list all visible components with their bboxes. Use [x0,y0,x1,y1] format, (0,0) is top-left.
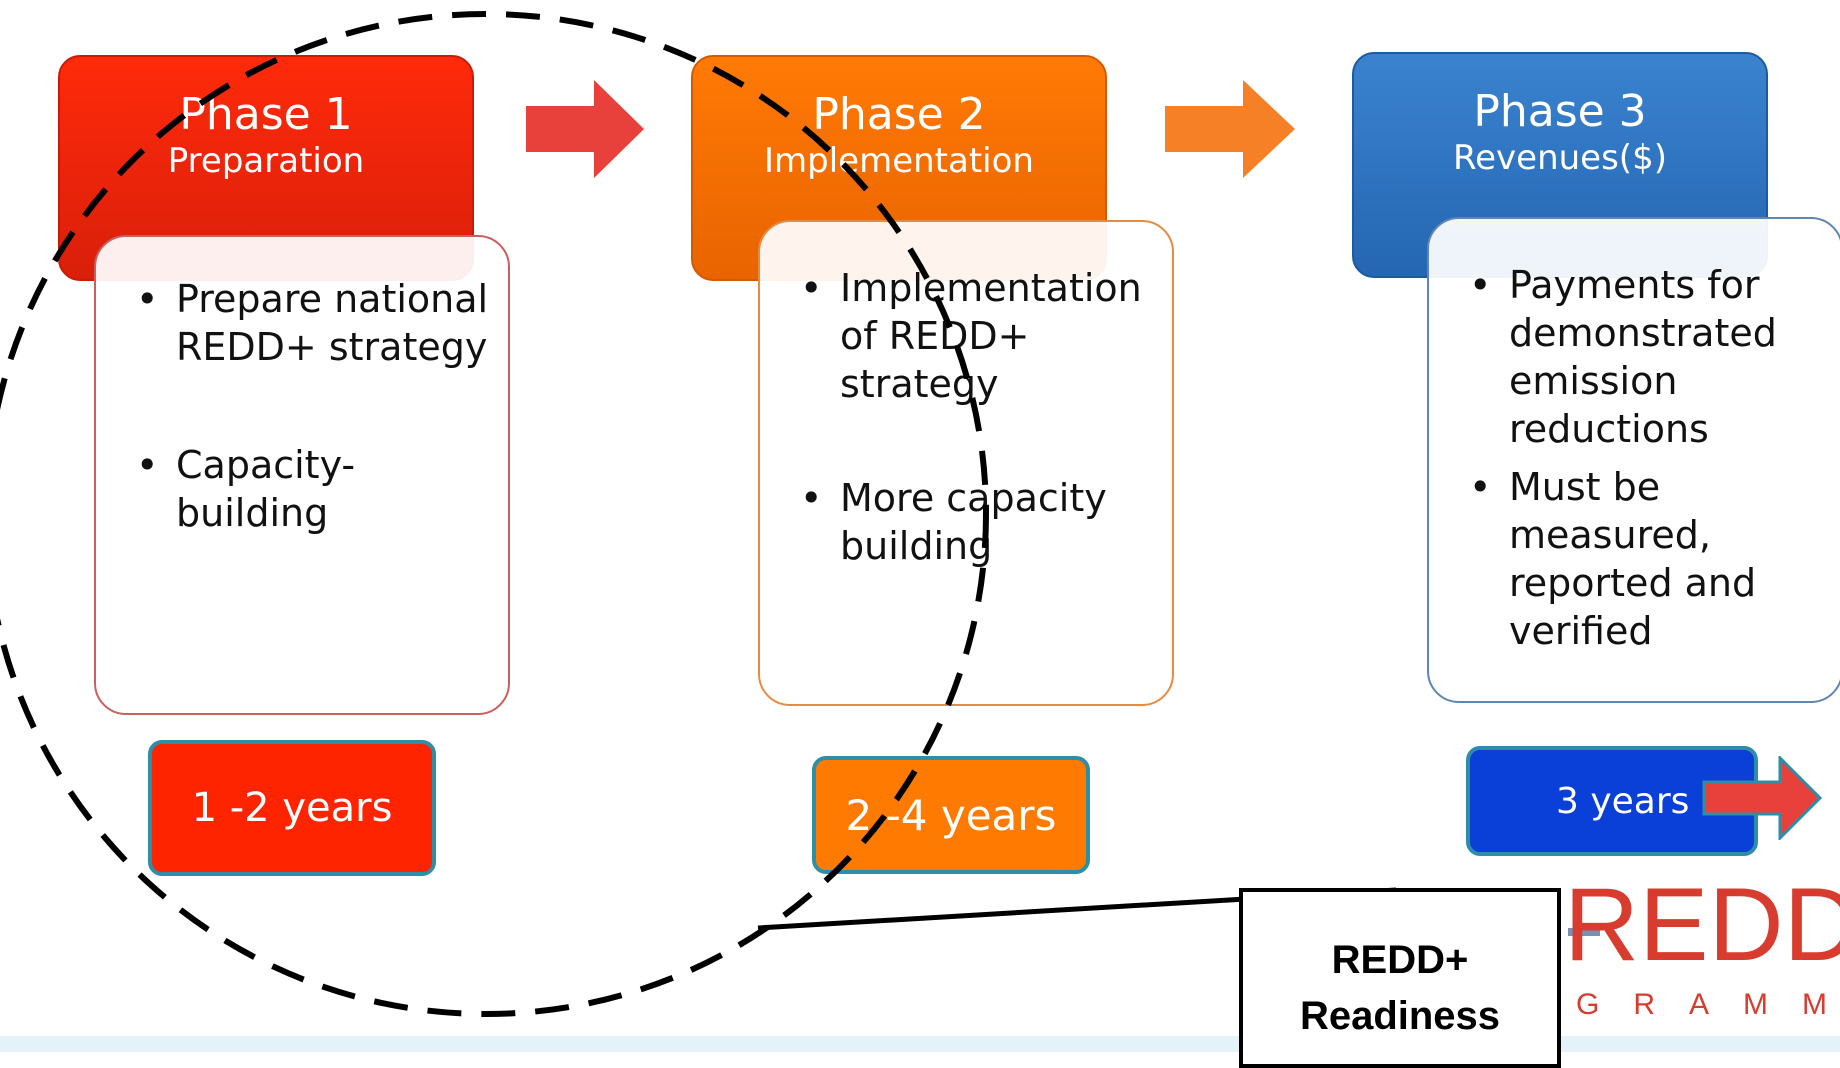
phase-3-bullet: Must be measured, reported and verified [1469,463,1831,655]
phase-2-duration: 2 -4 years [812,756,1090,874]
logo-dash [1568,928,1600,936]
phase-1-bullet: Capacity-building [136,441,498,537]
phase-3-details: Payments for demonstrated emission reduc… [1427,217,1840,703]
logo-subtext: GRAMME [1576,988,1840,1021]
phase-1-title: Phase 1 [179,89,353,140]
phase-1-bullet: Prepare national REDD+ strategy [136,275,498,371]
phase-3-title: Phase 3 [1473,86,1647,137]
arrow-right-icon [526,80,644,178]
phase-1-subtitle: Preparation [167,141,365,181]
readiness-line-1: REDD+ [1331,938,1469,982]
arrow-right-icon [1165,80,1295,178]
bottom-strip [0,1036,1840,1052]
phase-2-bullet: More capacity building [800,474,1162,570]
phase-3-bullet: Payments for demonstrated emission reduc… [1469,261,1831,453]
phase-2-bullet: Implementation of REDD+ strategy [800,264,1162,408]
phase-1-details: Prepare national REDD+ strategy Capacity… [94,235,510,715]
phase-1-duration: 1 -2 years [148,740,436,876]
readiness-line-2: Readiness [1299,994,1501,1038]
arrow-right-icon [1702,756,1823,840]
phase-2-title: Phase 2 [812,89,986,140]
phase-2-details: Implementation of REDD+ strategy More ca… [758,220,1174,706]
logo-text: REDD [1564,867,1840,983]
phase-3-subtitle: Revenues($) [1453,138,1667,178]
readiness-callout: REDD+ Readiness [1239,888,1561,1068]
phase-2-subtitle: Implementation [764,141,1034,181]
